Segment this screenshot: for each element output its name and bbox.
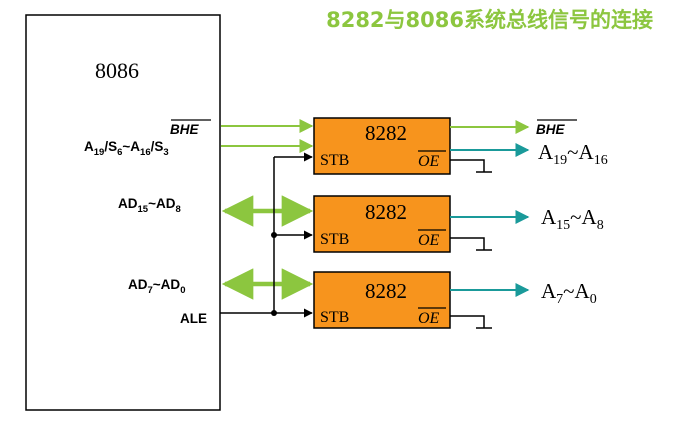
- latch-name: 8282: [365, 200, 407, 224]
- latch-8282-1: 8282 STB OE: [313, 117, 451, 175]
- latch-box: [313, 271, 451, 329]
- cpu-label: 8086: [95, 58, 139, 83]
- oe-ground-2: [450, 237, 492, 251]
- oe-ground-1: [450, 159, 492, 173]
- latch-stb-label: STB: [320, 231, 349, 248]
- diagram-title: 8282与8086系统总线信号的连接: [326, 8, 653, 32]
- junction-dot-2: [271, 310, 277, 316]
- latch-8282-2: 8282 STB OE: [313, 195, 451, 253]
- cpu-8086-box: [25, 14, 221, 411]
- junction-dot-1: [271, 232, 277, 238]
- pin-bhe-label: BHE: [170, 122, 199, 137]
- latch-stb-label: STB: [320, 309, 349, 326]
- latch-8282-3: 8282 STB OE: [313, 271, 451, 329]
- pin-ad7-0-label: AD7~AD0: [128, 277, 185, 296]
- latch-oe-label: OE: [418, 153, 440, 170]
- latch-oe-label: OE: [418, 232, 440, 249]
- pin-ale-label: ALE: [180, 311, 207, 326]
- latch-stb-label: STB: [320, 152, 349, 169]
- output-a15-8-label: A15~A8: [541, 205, 604, 233]
- latch-box: [313, 195, 451, 253]
- oe-ground-3: [450, 315, 492, 329]
- latch-name: 8282: [365, 121, 407, 145]
- latch-box: [313, 117, 451, 175]
- pin-addr-status-label: A19/S6~A16/S3: [84, 139, 169, 158]
- latch-name: 8282: [365, 279, 407, 303]
- output-a19-16-label: A19~A16: [538, 140, 608, 168]
- output-a7-0-label: A7~A0: [541, 279, 597, 307]
- output-bhe-label: BHE: [536, 122, 565, 137]
- pin-ad15-8-label: AD15~AD8: [118, 196, 181, 215]
- latch-oe-label: OE: [418, 310, 440, 327]
